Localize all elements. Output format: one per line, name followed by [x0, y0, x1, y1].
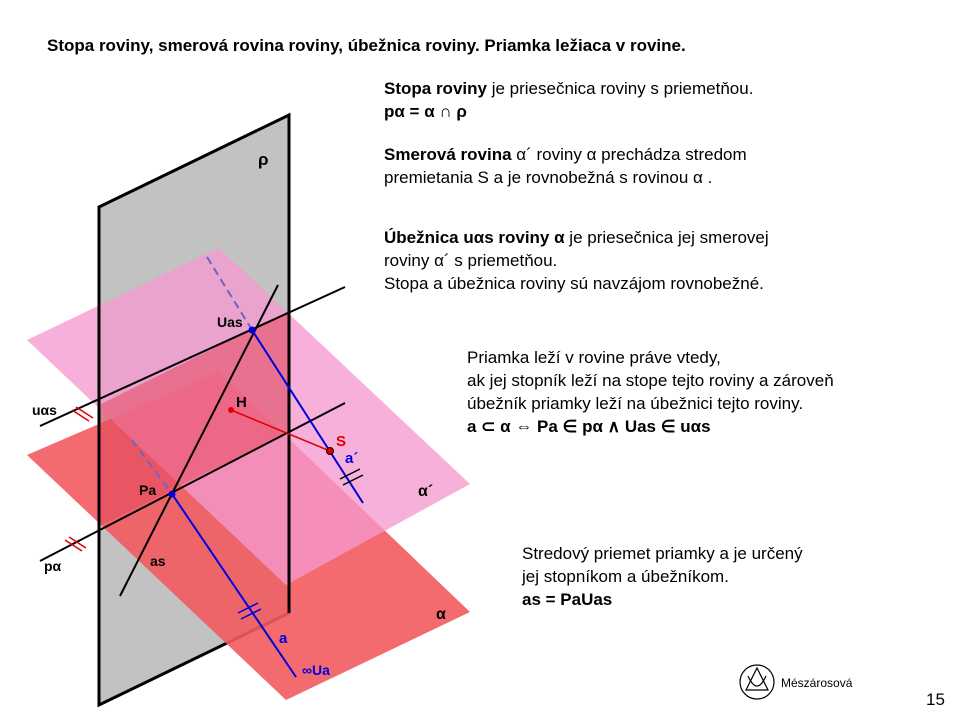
- vanishing-line-def-2: roviny α´ s priemetňou.: [384, 251, 558, 270]
- author-logo-icon: [739, 664, 775, 700]
- central-projection-1: Stredový priemet priamky a je určený: [522, 544, 803, 563]
- tick-a1: [237, 602, 259, 614]
- label-as: as: [150, 553, 166, 569]
- label-Uas: Uas: [217, 314, 243, 330]
- direction-plane-def-1: α´ roviny α prechádza stredom: [511, 145, 747, 164]
- central-projection-2: jej stopníkom a úbežníkom.: [522, 567, 729, 586]
- label-Pa: Pa: [139, 482, 157, 498]
- label-alpha-prime: α´: [418, 483, 434, 500]
- tick-ap1: [339, 468, 361, 480]
- tick-u2: [75, 406, 94, 419]
- tick-p2: [68, 536, 87, 549]
- direction-plane-def-2: premietania S a je rovnobežná s rovinou …: [384, 168, 713, 187]
- line-a-hidden-lower: [131, 439, 173, 495]
- point-H: [228, 407, 234, 413]
- line-HS: [230, 409, 331, 452]
- line-in-plane-formula: a ⊂ α ⇔ Pa ∈ pα ∧ Uas ∈ uαs: [467, 417, 711, 436]
- line-as: [119, 284, 279, 597]
- page-number: 15: [926, 690, 945, 709]
- projection-plane-front-part: [99, 311, 289, 526]
- tick-ap2: [342, 474, 364, 486]
- tick-a2: [240, 608, 262, 620]
- line-in-plane-1: Priamka leží v rovine práve vtedy,: [467, 348, 721, 367]
- trace-heading: Stopa roviny: [384, 79, 487, 98]
- label-S: S: [336, 433, 347, 450]
- line-in-plane-3: úbežník priamky leží na úbežnici tejto r…: [467, 394, 804, 413]
- text-block-trace: Stopa roviny je priesečnica roviny s pri…: [384, 77, 753, 123]
- vanishing-line-heading: Úbežnica uαs roviny α: [384, 228, 565, 247]
- label-a-prime: a´: [345, 450, 359, 467]
- point-Pa: [168, 490, 176, 498]
- label-p-alpha: pα: [44, 558, 62, 574]
- point-S: [326, 447, 334, 455]
- trace-p-alpha: [39, 402, 346, 562]
- point-Uas: [248, 326, 256, 334]
- tick-u1: [71, 409, 90, 422]
- line-a: [171, 493, 297, 678]
- vanishing-line-u-alpha-s: [39, 286, 346, 427]
- label-a: a: [279, 630, 288, 647]
- line-in-plane-2: ak jej stopník leží na stope tejto rovin…: [467, 371, 834, 390]
- label-infinity-Ua: ∞Ua: [302, 662, 330, 678]
- label-u-alpha-s: uαs: [32, 402, 57, 418]
- label-rho: ρ: [258, 150, 269, 169]
- line-a-hidden: [206, 256, 253, 331]
- page-title: Stopa roviny, smerová rovina roviny, úbe…: [47, 36, 686, 55]
- trace-formula: pα = α ∩ ρ: [384, 102, 467, 121]
- text-block-central-projection: Stredový priemet priamky a je určený jej…: [522, 542, 803, 611]
- text-block-vanishing-line: Úbežnica uαs roviny α je priesečnica jej…: [384, 226, 769, 295]
- direction-plane-heading: Smerová rovina: [384, 145, 512, 164]
- label-H: H: [236, 394, 247, 411]
- author-name: Mészárosová: [781, 676, 853, 690]
- line-a-prime: [251, 329, 364, 504]
- tick-p1: [64, 539, 83, 552]
- central-projection-formula: as = PaUas: [522, 590, 613, 609]
- text-block-direction-plane: Smerová rovina α´ roviny α prechádza str…: [384, 143, 747, 189]
- label-alpha: α: [436, 606, 446, 623]
- vanishing-line-def-3: Stopa a úbežnica roviny sú navzájom rovn…: [384, 274, 764, 293]
- trace-definition: je priesečnica roviny s priemetňou.: [486, 79, 754, 98]
- text-block-line-in-plane: Priamka leží v rovine práve vtedy, ak je…: [467, 346, 834, 438]
- vanishing-line-def-1: je priesečnica jej smerovej: [564, 228, 769, 247]
